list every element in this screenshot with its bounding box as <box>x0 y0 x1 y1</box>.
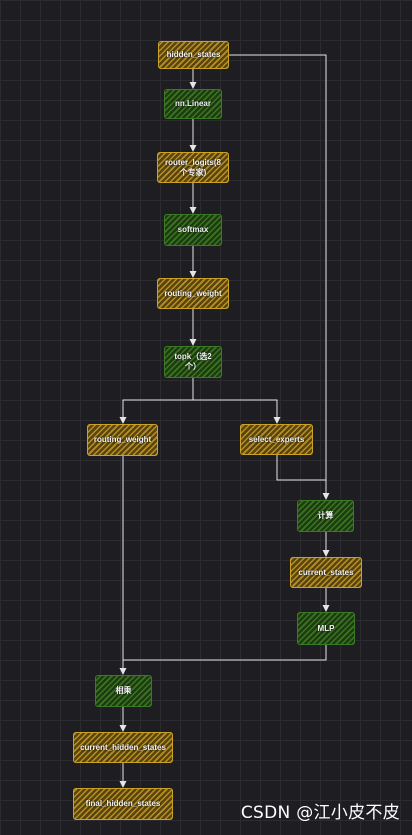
arrow-select-to-compute <box>276 455 326 481</box>
csdn-watermark: CSDN @江小皮不皮 <box>240 803 400 823</box>
node-routing-weight-top[interactable]: routing_weight <box>157 278 229 309</box>
node-compute[interactable]: 计算 <box>297 500 354 532</box>
node-multiply[interactable]: 相乘 <box>95 675 152 707</box>
node-current-hidden-states[interactable]: current_hidden_states <box>73 732 173 763</box>
arrow-topk-to-routing-weight <box>119 378 194 424</box>
arrow-mlp-to-multiply <box>123 645 327 661</box>
node-nn-linear[interactable]: nn.Linear <box>164 89 222 119</box>
node-mlp[interactable]: MLP <box>297 612 355 645</box>
node-routing-weight-left[interactable]: routing_weight <box>87 424 158 456</box>
node-hidden-states[interactable]: hidden_states <box>158 41 229 69</box>
node-current-states[interactable]: current_states <box>290 557 362 588</box>
node-router-logits[interactable]: router_logits(8个专家) <box>157 152 229 183</box>
node-topk[interactable]: topk（选2个） <box>164 346 222 378</box>
node-final-hidden-states[interactable]: final_hidden_states <box>73 788 173 820</box>
arrow-hidden-to-compute <box>229 54 330 500</box>
node-softmax[interactable]: softmax <box>164 214 222 246</box>
node-select-experts[interactable]: select_experts <box>240 424 313 455</box>
arrow-topk-to-select-experts <box>193 399 281 424</box>
